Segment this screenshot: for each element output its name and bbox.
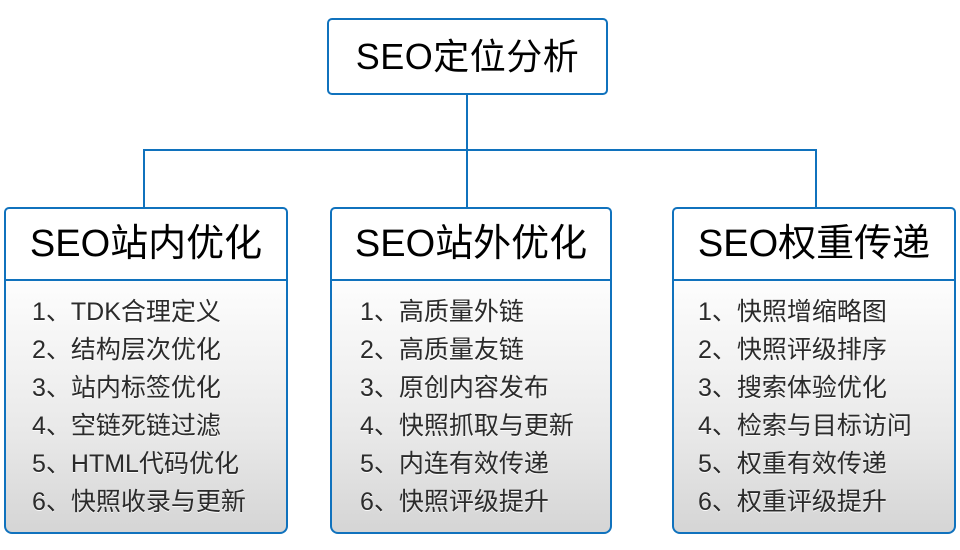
list-item: 3、站内标签优化 bbox=[32, 374, 221, 402]
list-item: 2、高质量友链 bbox=[360, 336, 524, 364]
list-item: 2、快照评级排序 bbox=[698, 336, 887, 364]
list-item: 6、权重评级提升 bbox=[698, 488, 887, 516]
list-item: 2、结构层次优化 bbox=[32, 336, 221, 364]
list-item: 4、检索与目标访问 bbox=[698, 412, 912, 440]
list-item: 1、TDK合理定义 bbox=[32, 298, 221, 326]
branch-0-header-label: SEO站内优化 bbox=[29, 223, 263, 265]
root-node[interactable]: SEO定位分析 bbox=[327, 18, 608, 95]
branch-2-header-label: SEO权重传递 bbox=[697, 223, 931, 265]
branch-2-header[interactable]: SEO权重传递 bbox=[672, 207, 956, 281]
list-item: 4、空链死链过滤 bbox=[32, 412, 221, 440]
list-item: 5、HTML代码优化 bbox=[32, 450, 239, 478]
branch-1-header[interactable]: SEO站外优化 bbox=[330, 207, 612, 281]
branch-column-0: SEO站内优化 1、TDK合理定义 2、结构层次优化 3、站内标签优化 4、空链… bbox=[4, 207, 288, 534]
connector-root-vertical bbox=[466, 95, 468, 151]
branch-1-header-label: SEO站外优化 bbox=[354, 223, 588, 265]
list-item: 1、快照增缩略图 bbox=[698, 298, 887, 326]
list-item: 1、高质量外链 bbox=[360, 298, 524, 326]
list-item: 6、快照评级提升 bbox=[360, 488, 549, 516]
branch-0-header[interactable]: SEO站内优化 bbox=[4, 207, 288, 281]
list-item: 5、权重有效传递 bbox=[698, 450, 887, 478]
root-node-label: SEO定位分析 bbox=[355, 35, 580, 77]
list-item: 6、快照收录与更新 bbox=[32, 488, 246, 516]
connector-branch-0-vertical bbox=[143, 149, 145, 207]
connector-branch-2-vertical bbox=[815, 149, 817, 207]
list-item: 3、搜索体验优化 bbox=[698, 374, 887, 402]
branch-0-item-list: 1、TDK合理定义 2、结构层次优化 3、站内标签优化 4、空链死链过滤 5、H… bbox=[4, 281, 288, 534]
branch-column-1: SEO站外优化 1、高质量外链 2、高质量友链 3、原创内容发布 4、快照抓取与… bbox=[330, 207, 612, 534]
list-item: 4、快照抓取与更新 bbox=[360, 412, 574, 440]
branch-1-item-list: 1、高质量外链 2、高质量友链 3、原创内容发布 4、快照抓取与更新 5、内连有… bbox=[330, 281, 612, 534]
connector-branch-1-vertical bbox=[466, 149, 468, 207]
list-item: 3、原创内容发布 bbox=[360, 374, 549, 402]
connector-horizontal-bus bbox=[143, 149, 817, 151]
list-item: 5、内连有效传递 bbox=[360, 450, 549, 478]
branch-2-item-list: 1、快照增缩略图 2、快照评级排序 3、搜索体验优化 4、检索与目标访问 5、权… bbox=[672, 281, 956, 534]
branch-column-2: SEO权重传递 1、快照增缩略图 2、快照评级排序 3、搜索体验优化 4、检索与… bbox=[672, 207, 956, 534]
